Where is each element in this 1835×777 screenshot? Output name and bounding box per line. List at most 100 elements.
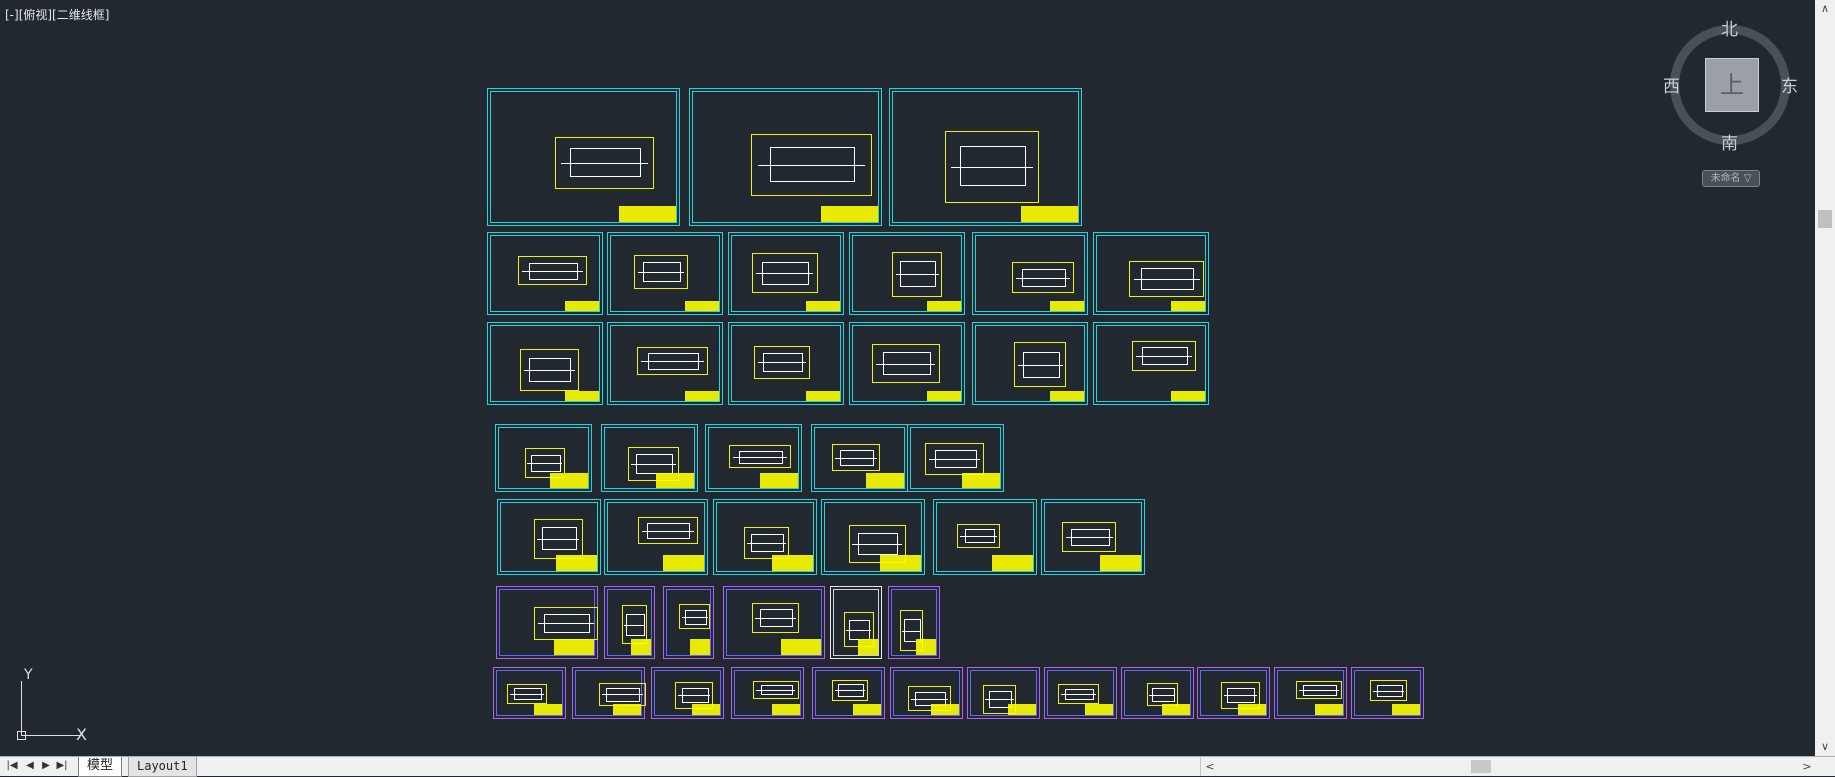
drawing-sheet[interactable] [1093, 322, 1209, 405]
sheet-drawing-geometry [728, 445, 791, 468]
sheet-title-block [1020, 205, 1078, 222]
scroll-up-icon[interactable]: ∧ [1820, 2, 1830, 15]
drawing-sheet[interactable] [967, 667, 1040, 719]
drawing-sheet[interactable] [689, 88, 882, 226]
sheet-inner-border [610, 325, 720, 402]
sheet-title-block [690, 639, 710, 655]
sheet-inner-border [490, 91, 677, 223]
drawing-sheet[interactable] [830, 586, 882, 659]
drawing-sheet[interactable] [889, 88, 1082, 226]
sheet-drawing-line [1133, 278, 1200, 280]
drawing-sheet[interactable] [849, 232, 965, 315]
compass-south[interactable]: 南 [1721, 134, 1738, 154]
sheet-drawing-geometry [679, 604, 711, 630]
drawing-sheet[interactable] [933, 499, 1037, 575]
drawing-sheet[interactable] [890, 667, 963, 719]
drawing-sheet[interactable] [607, 322, 723, 405]
sheet-drawing-geometry [957, 523, 1001, 548]
drawing-sheet[interactable] [604, 499, 708, 575]
drawing-sheet[interactable] [487, 322, 603, 405]
drawing-sheet[interactable] [495, 424, 592, 492]
drawing-sheet[interactable] [907, 424, 1004, 492]
tab-model[interactable]: 模型 [78, 757, 123, 777]
compass-east[interactable]: 东 [1781, 77, 1798, 97]
compass-west[interactable]: 西 [1663, 77, 1680, 97]
sheet-title-block [554, 639, 594, 655]
viewport-controls-label[interactable]: [-][俯视][二维线框] [5, 8, 110, 22]
drawing-sheet[interactable] [601, 424, 698, 492]
drawing-sheet[interactable] [651, 667, 724, 719]
drawing-sheet[interactable] [607, 232, 723, 315]
drawing-sheet[interactable] [731, 667, 804, 719]
drawing-sheet[interactable] [972, 322, 1088, 405]
sheet-drawing-geometry [1131, 340, 1197, 372]
compass-north[interactable]: 北 [1721, 20, 1738, 40]
sheet-title-block [858, 639, 878, 655]
tab-layout1[interactable]: Layout1 [128, 757, 197, 777]
drawing-sheet[interactable] [713, 499, 817, 575]
drawing-sheet[interactable] [811, 424, 908, 492]
ucs-menu-button[interactable]: 未命名 ▽ [1702, 170, 1760, 187]
vertical-scrollbar[interactable]: ∧ ∨ [1815, 0, 1835, 756]
drawing-sheet[interactable] [1044, 667, 1117, 719]
drawing-sheet[interactable] [487, 88, 680, 226]
sheet-drawing-geometry [637, 517, 698, 545]
scroll-left-icon[interactable]: < [1205, 760, 1215, 773]
drawing-sheet[interactable] [1274, 667, 1347, 719]
sheet-title-block [663, 554, 704, 571]
drawing-sheets[interactable] [0, 0, 1815, 756]
sheet-inner-border [708, 427, 799, 489]
sheet-drawing-line [1373, 690, 1405, 692]
horizontal-scrollbar[interactable]: < > [1200, 757, 1816, 776]
drawing-sheet[interactable] [821, 499, 925, 575]
drawing-sheet[interactable] [604, 586, 655, 659]
first-tab-icon[interactable]: |◀ [6, 760, 18, 771]
drawing-sheet[interactable] [972, 232, 1088, 315]
ucs-icon: Y X [16, 667, 96, 744]
sheet-drawing-geometry [636, 347, 709, 376]
prev-tab-icon[interactable]: ◀ [26, 760, 34, 771]
sheet-drawing-line [950, 166, 1034, 168]
next-tab-icon[interactable]: ▶ [42, 760, 50, 771]
drawing-sheet[interactable] [487, 232, 603, 315]
last-tab-icon[interactable]: ▶| [56, 760, 68, 771]
drawing-sheet[interactable] [496, 586, 598, 659]
horizontal-scroll-thumb[interactable] [1471, 760, 1491, 773]
sheet-inner-border [1124, 670, 1191, 716]
drawing-sheet[interactable] [663, 586, 714, 659]
sheet-inner-border [692, 91, 879, 223]
scroll-right-icon[interactable]: > [1802, 760, 1812, 773]
sheet-drawing-line [560, 162, 649, 164]
drawing-sheet[interactable] [497, 499, 601, 575]
vertical-scroll-thumb[interactable] [1818, 210, 1832, 228]
drawing-sheet[interactable] [1197, 667, 1270, 719]
sheet-drawing-geometry [1011, 262, 1075, 294]
drawing-sheet[interactable] [493, 667, 566, 719]
drawing-sheet[interactable] [1041, 499, 1145, 575]
scroll-down-icon[interactable]: ∨ [1820, 740, 1830, 753]
drawing-sheet[interactable] [728, 322, 844, 405]
drawing-sheet[interactable] [705, 424, 802, 492]
sheet-inner-border [1354, 670, 1421, 716]
viewcube[interactable]: 上 北 南 西 东 [1660, 15, 1800, 185]
drawing-sheet[interactable] [1351, 667, 1424, 719]
sheet-drawing-line [1060, 693, 1096, 695]
drawing-sheet[interactable] [888, 586, 940, 659]
sheet-inner-border [833, 589, 879, 656]
sheet-drawing-line [640, 361, 704, 363]
drawing-sheet[interactable] [1121, 667, 1194, 719]
sheet-inner-border [726, 589, 822, 656]
drawing-sheet[interactable] [728, 232, 844, 315]
viewcube-top-face[interactable]: 上 [1705, 58, 1759, 112]
model-viewport[interactable]: [-][俯视][二维线框] 上 北 南 西 东 未命名 ▽ Y X [0, 0, 1815, 756]
drawing-sheet[interactable] [849, 322, 965, 405]
sheet-drawing-geometry [754, 345, 810, 380]
viewcube-compass-ring[interactable] [1670, 25, 1790, 145]
sheet-drawing-geometry [743, 526, 790, 559]
sheet-title-block [781, 639, 821, 655]
drawing-sheet[interactable] [1093, 232, 1209, 315]
drawing-sheet[interactable] [812, 667, 885, 719]
sheet-inner-border [975, 325, 1085, 402]
drawing-sheet[interactable] [572, 667, 646, 719]
drawing-sheet[interactable] [723, 586, 825, 659]
